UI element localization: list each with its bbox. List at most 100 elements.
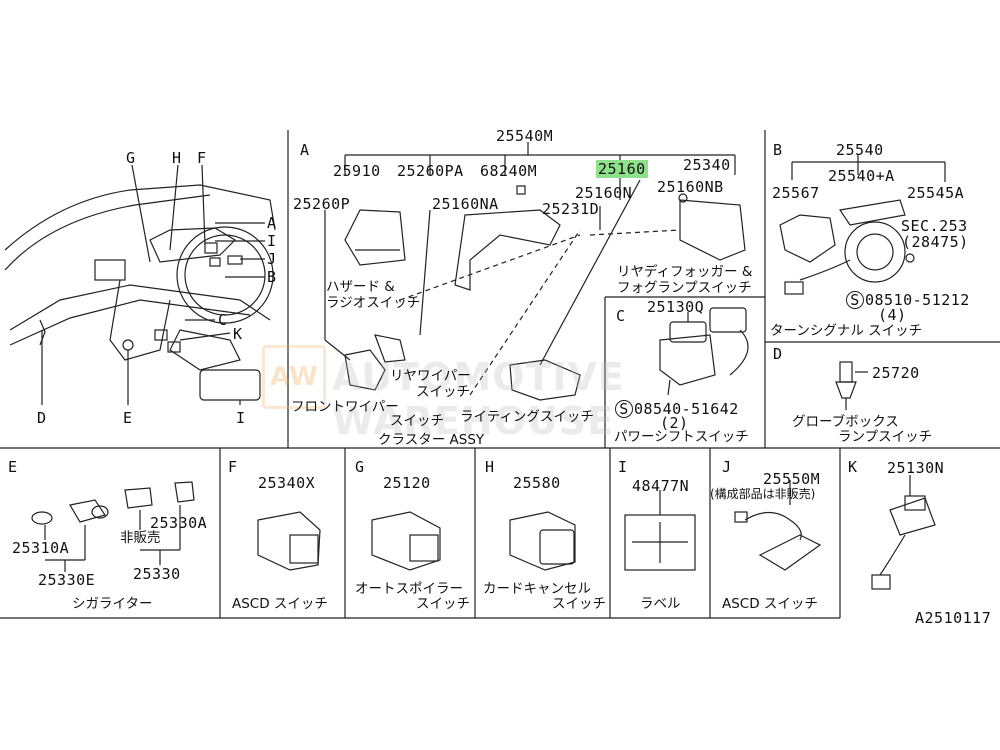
- callout-f[interactable]: F: [197, 149, 207, 167]
- panel-g-letter: G: [355, 458, 365, 476]
- part-25330e[interactable]: 25330E: [38, 571, 96, 589]
- part-25545a[interactable]: 25545A: [907, 184, 965, 202]
- callout-e[interactable]: E: [123, 409, 133, 427]
- part-48477n[interactable]: 48477N: [632, 477, 690, 495]
- part-68240m[interactable]: 68240M: [480, 162, 538, 180]
- part-25340[interactable]: 25340: [683, 156, 731, 174]
- panel-h-drawing: [509, 511, 576, 571]
- auto-spoiler-label-2: スイッチ: [416, 596, 470, 612]
- lighting-switch-label: ライティングスイッチ: [460, 409, 594, 425]
- panel-k-letter: K: [848, 458, 858, 476]
- callout-b[interactable]: B: [267, 268, 277, 286]
- part-25567[interactable]: 25567: [772, 184, 820, 202]
- panel-borders: [0, 130, 1000, 619]
- screw-s-icon-b: S: [846, 291, 864, 309]
- callout-c[interactable]: C: [218, 311, 228, 329]
- part-25130n[interactable]: 25130N: [887, 459, 945, 477]
- watermark-badge: AW: [262, 345, 326, 409]
- panel-f-letter: F: [228, 458, 238, 476]
- watermark: AW AUTOMOTIVE WAREHOUSE: [262, 345, 752, 443]
- panel-b-letter: B: [773, 141, 783, 159]
- part-25160-highlight[interactable]: 25160: [596, 160, 648, 178]
- callout-k[interactable]: K: [233, 325, 243, 343]
- cluster-assy-label: クラスター ASSY: [378, 432, 485, 448]
- part-25160na[interactable]: 25160NA: [432, 195, 499, 213]
- part-25720[interactable]: 25720: [872, 364, 920, 382]
- panel-i-drawing: [624, 490, 696, 571]
- callout-a[interactable]: A: [267, 214, 277, 232]
- part-25160nb[interactable]: 25160NB: [657, 178, 724, 196]
- label-name: ラベル: [640, 596, 681, 612]
- panel-e-letter: E: [8, 458, 18, 476]
- part-25260p[interactable]: 25260P: [293, 195, 351, 213]
- screw-s-icon-c: S: [615, 400, 633, 418]
- part-25231d[interactable]: 25231D: [542, 200, 600, 218]
- screw-qty-c: (2): [660, 414, 689, 432]
- part-25550m[interactable]: 25550M: [763, 470, 821, 488]
- part-25160[interactable]: 25160: [596, 160, 648, 178]
- part-25540m[interactable]: 25540M: [496, 127, 554, 145]
- hazard-switch-label-1: ハザード &: [326, 279, 395, 295]
- panel-d-letter: D: [773, 345, 783, 363]
- part-25160n[interactable]: 25160N: [575, 184, 633, 202]
- dashboard-drawing: [4, 164, 276, 405]
- turn-signal-switch-label: ターンシグナル スイッチ: [770, 323, 923, 339]
- callout-h[interactable]: H: [172, 149, 182, 167]
- card-cancel-label-1: カードキャンセル: [483, 581, 591, 597]
- hazard-switch-label-2: ラジオスイッチ: [326, 295, 421, 311]
- panel-g-drawing: [371, 511, 441, 571]
- panel-c-letter: C: [616, 307, 626, 325]
- callout-j[interactable]: J: [267, 250, 277, 268]
- callout-g[interactable]: G: [126, 149, 136, 167]
- part-25130q[interactable]: 25130Q: [647, 298, 705, 316]
- glovebox-label-1: グローブボックス: [792, 414, 899, 430]
- panel-a-letter: A: [300, 141, 310, 159]
- cigar-lighter-label: シガライター: [72, 596, 153, 612]
- power-shift-switch-label: パワーシフトスイッチ: [614, 429, 749, 445]
- screw-qty-b: (4): [878, 306, 907, 324]
- panel-k-drawing: [871, 475, 936, 590]
- card-cancel-label-2: スイッチ: [552, 596, 606, 612]
- ascd-switch-label-f: ASCD スイッチ: [232, 596, 328, 612]
- part-08510-51212[interactable]: 08510-51212: [865, 291, 970, 309]
- part-25330a[interactable]: 25330A: [150, 514, 208, 532]
- rear-wiper-label-2: スイッチ: [416, 384, 470, 400]
- callout-i-bottom[interactable]: I: [236, 409, 246, 427]
- not-sold-note: 非販売: [120, 530, 161, 546]
- section-253[interactable]: SEC.253: [901, 217, 968, 235]
- auto-spoiler-label-1: オートスポイラー: [355, 581, 463, 597]
- part-25340x[interactable]: 25340X: [258, 474, 316, 492]
- panel-b-drawing: [779, 155, 946, 295]
- callout-d[interactable]: D: [37, 409, 47, 427]
- part-25540-a[interactable]: 25540+A: [828, 167, 895, 185]
- callout-i[interactable]: I: [267, 232, 277, 250]
- panel-e-drawing: [31, 481, 195, 572]
- rear-wiper-label-1: リヤワイパー: [390, 368, 471, 384]
- panel-a-drawing: [324, 142, 746, 401]
- panel-c-drawing: [659, 307, 749, 396]
- rear-fog-switch-label-2: フォグランプスイッチ: [617, 280, 752, 296]
- part-25120[interactable]: 25120: [383, 474, 431, 492]
- panel-f-drawing: [257, 511, 321, 571]
- front-wiper-label-2: スイッチ: [390, 413, 444, 429]
- section-28475: (28475): [902, 233, 969, 251]
- diagram-id: A2510117: [915, 609, 992, 627]
- part-25580[interactable]: 25580: [513, 474, 561, 492]
- panel-d-drawing: [835, 361, 868, 410]
- watermark-text: AUTOMOTIVE WAREHOUSE: [332, 355, 625, 443]
- part-25910[interactable]: 25910: [333, 162, 381, 180]
- panel-i-letter: I: [618, 458, 628, 476]
- part-25330[interactable]: 25330: [133, 565, 181, 583]
- ascd-switch-label-j: ASCD スイッチ: [722, 596, 818, 612]
- glovebox-label-2: ランプスイッチ: [838, 429, 933, 445]
- part-25260pa[interactable]: 25260PA: [397, 162, 464, 180]
- front-wiper-label-1: フロントワイパー: [291, 399, 399, 415]
- part-25310a[interactable]: 25310A: [12, 539, 70, 557]
- panel-h-letter: H: [485, 458, 495, 476]
- rear-fog-switch-label-1: リヤディフォッガー &: [617, 264, 753, 280]
- part-08540-51642[interactable]: 08540-51642: [634, 400, 739, 418]
- panel-j-drawing: [734, 480, 822, 571]
- part-25540[interactable]: 25540: [836, 141, 884, 159]
- components-not-sold-note: (構成部品は非販売): [710, 487, 816, 501]
